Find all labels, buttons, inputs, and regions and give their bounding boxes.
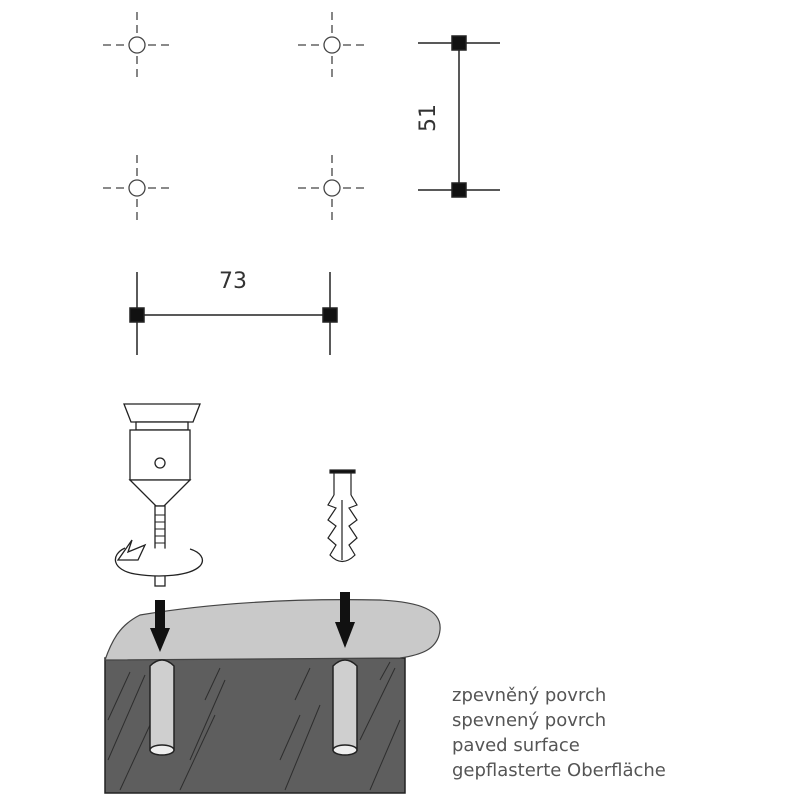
pavement-surface bbox=[104, 599, 441, 661]
hole-marker bbox=[298, 155, 366, 225]
screw-bit-icon bbox=[123, 403, 201, 587]
legend-line-sk: spevnený povrch bbox=[452, 710, 607, 731]
wall-plug-icon bbox=[327, 469, 358, 563]
drilled-holes bbox=[149, 659, 358, 756]
surface-legend: zpevněný povrch spevnený povrch paved su… bbox=[452, 683, 666, 783]
dimension-vertical bbox=[418, 35, 500, 198]
dimension-label-73: 73 bbox=[219, 269, 247, 294]
hole-marker bbox=[298, 12, 366, 80]
legend-line-de: gepflasterte Oberfläche bbox=[452, 760, 666, 781]
hole-marker bbox=[103, 155, 171, 225]
legend-line-cs: zpevněný povrch bbox=[452, 685, 607, 706]
hole-marker bbox=[103, 12, 171, 80]
dimension-horizontal bbox=[129, 272, 338, 355]
legend-line-en: paved surface bbox=[452, 735, 580, 756]
hole-markers bbox=[103, 12, 366, 225]
rotation-arrow-icon bbox=[114, 539, 204, 577]
dimension-label-51: 51 bbox=[416, 104, 441, 132]
arrow-down-icon bbox=[150, 600, 170, 652]
arrow-down-icon bbox=[335, 592, 355, 648]
ground-hatching bbox=[107, 661, 401, 791]
